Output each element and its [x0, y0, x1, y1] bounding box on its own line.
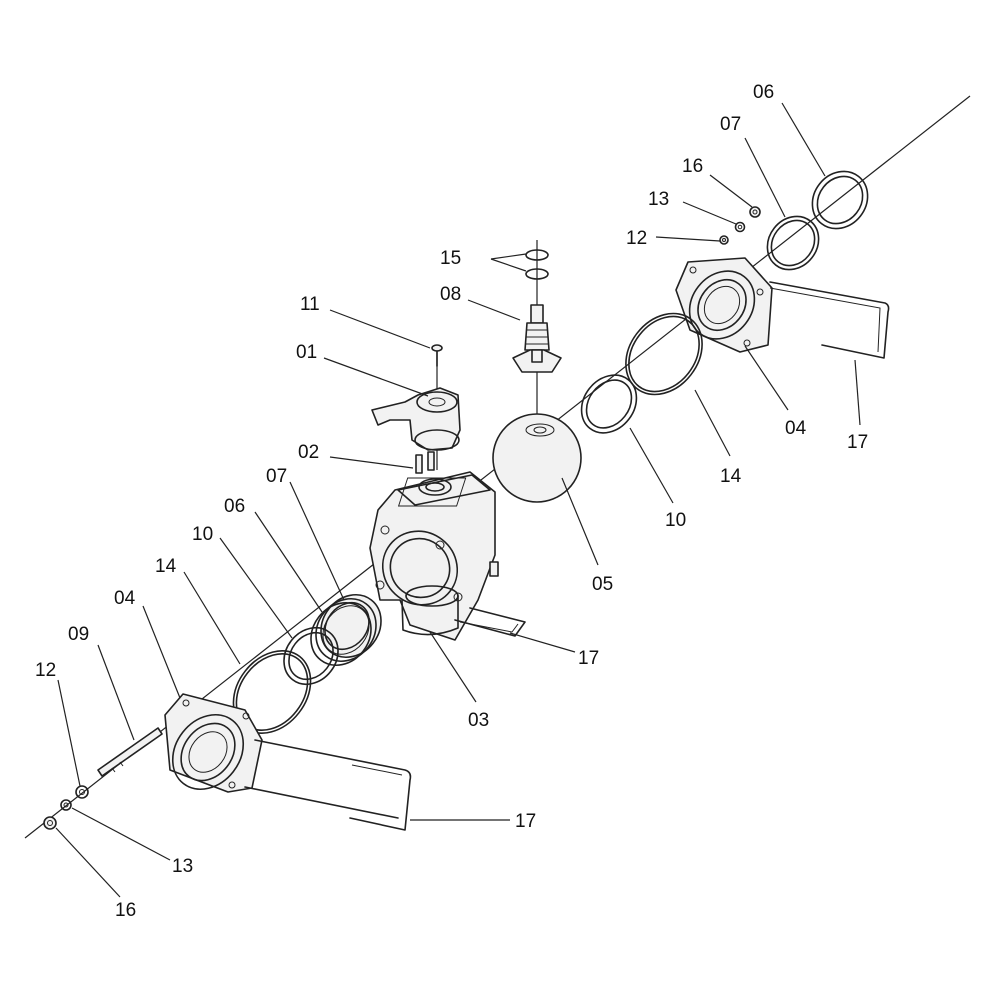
callout-02: 02 — [298, 442, 319, 463]
screw-11 — [431, 344, 443, 367]
nut-16-bottom — [43, 816, 57, 830]
callout-16-top: 16 — [682, 156, 703, 177]
callout-15: 15 — [440, 248, 461, 269]
callout-06-top: 06 — [753, 82, 774, 103]
callout-09: 09 — [68, 624, 89, 645]
callout-14-right: 14 — [720, 466, 742, 487]
callout-17-bottom: 17 — [515, 811, 536, 832]
callout-07-top: 07 — [720, 114, 741, 135]
stem-08 — [512, 304, 562, 373]
gasket-14-top — [625, 312, 703, 396]
body-03 — [369, 471, 499, 641]
nut-16-top — [749, 206, 761, 218]
clip-17-mid — [454, 607, 526, 637]
seat-ring-10-left — [283, 626, 339, 686]
callout-10-right: 10 — [665, 510, 686, 531]
callout-07-mid: 07 — [266, 466, 287, 487]
callout-03: 03 — [468, 710, 489, 731]
leader-lines — [55, 102, 861, 898]
callout-14-left: 14 — [155, 556, 177, 577]
callout-13-bottom: 13 — [172, 856, 193, 877]
callout-17-right: 17 — [847, 432, 868, 453]
ball-05 — [492, 413, 582, 503]
washer-12-left — [75, 785, 89, 799]
end-connector-04-left — [164, 693, 263, 793]
o-rings-15 — [525, 249, 549, 280]
callout-06-mid: 06 — [224, 496, 245, 517]
callout-04-left: 04 — [114, 588, 136, 609]
washer-12-top — [719, 235, 729, 245]
callout-12-top: 12 — [626, 228, 647, 249]
pin-02 — [415, 451, 435, 474]
callout-12-left: 12 — [35, 660, 56, 681]
stud-09 — [97, 727, 163, 777]
callout-13-top: 13 — [648, 189, 669, 210]
callout-10-left: 10 — [192, 524, 213, 545]
callout-17-mid: 17 — [578, 648, 599, 669]
callout-labels: 06 07 16 13 12 15 08 11 01 02 07 06 10 1… — [35, 82, 868, 921]
callout-11: 11 — [300, 294, 320, 315]
callout-16-bottom: 16 — [115, 900, 136, 921]
seat-ring-10-top — [580, 374, 638, 434]
washer-13-top — [734, 221, 746, 233]
callout-08: 08 — [440, 284, 461, 305]
clip-17-top — [769, 281, 890, 359]
handle-01 — [371, 387, 461, 451]
callout-05: 05 — [592, 574, 613, 595]
washer-13-bottom — [60, 799, 72, 811]
callout-01: 01 — [296, 342, 317, 363]
end-ring-06-top — [811, 170, 869, 230]
clip-17-bottom — [244, 739, 412, 831]
callout-04-right: 04 — [785, 418, 807, 439]
threaded-seal-07-top — [766, 215, 820, 271]
end-connector-04-top — [675, 257, 773, 353]
